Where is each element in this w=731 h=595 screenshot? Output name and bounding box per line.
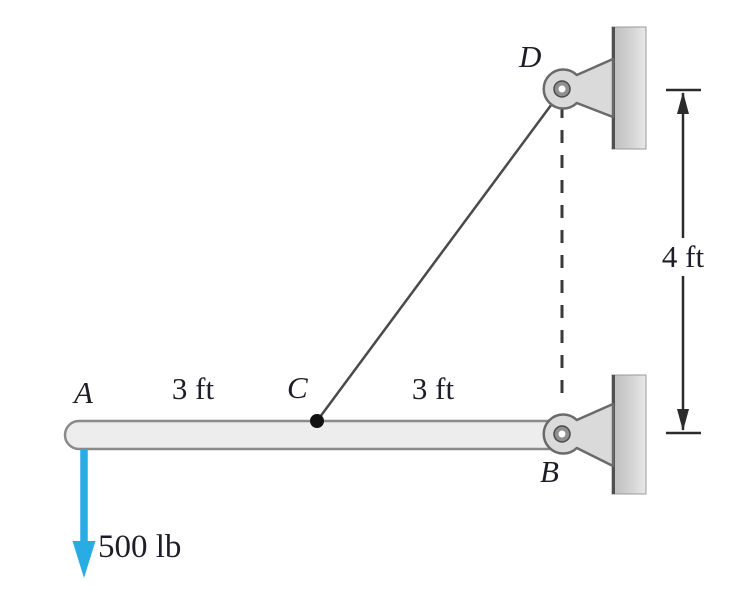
force-arrow-head-icon — [72, 541, 96, 578]
point-label-d: D — [519, 39, 542, 74]
dimension-label-cb: 3 ft — [411, 371, 455, 406]
pin-b-hole — [558, 430, 566, 438]
point-label-a: A — [74, 375, 93, 410]
pin-bracket-d — [542, 57, 615, 119]
wall-lower — [611, 374, 647, 495]
dimension-arrow-down-icon — [677, 409, 689, 431]
dimension-label-bd: 4 ft — [661, 239, 705, 274]
pin-bracket-b — [542, 402, 615, 468]
point-c-dot — [310, 414, 324, 428]
force-label: 500 lb — [98, 529, 182, 565]
dimension-label-ac: 3 ft — [171, 371, 215, 406]
point-label-c: C — [287, 370, 308, 405]
pin-d-hole — [558, 85, 566, 93]
dimension-4ft — [666, 88, 701, 435]
dimension-arrow-up-icon — [677, 92, 689, 114]
force-arrow — [72, 449, 96, 578]
wall-upper — [611, 26, 647, 150]
point-label-b: B — [540, 454, 559, 489]
cable-cd — [315, 92, 562, 422]
